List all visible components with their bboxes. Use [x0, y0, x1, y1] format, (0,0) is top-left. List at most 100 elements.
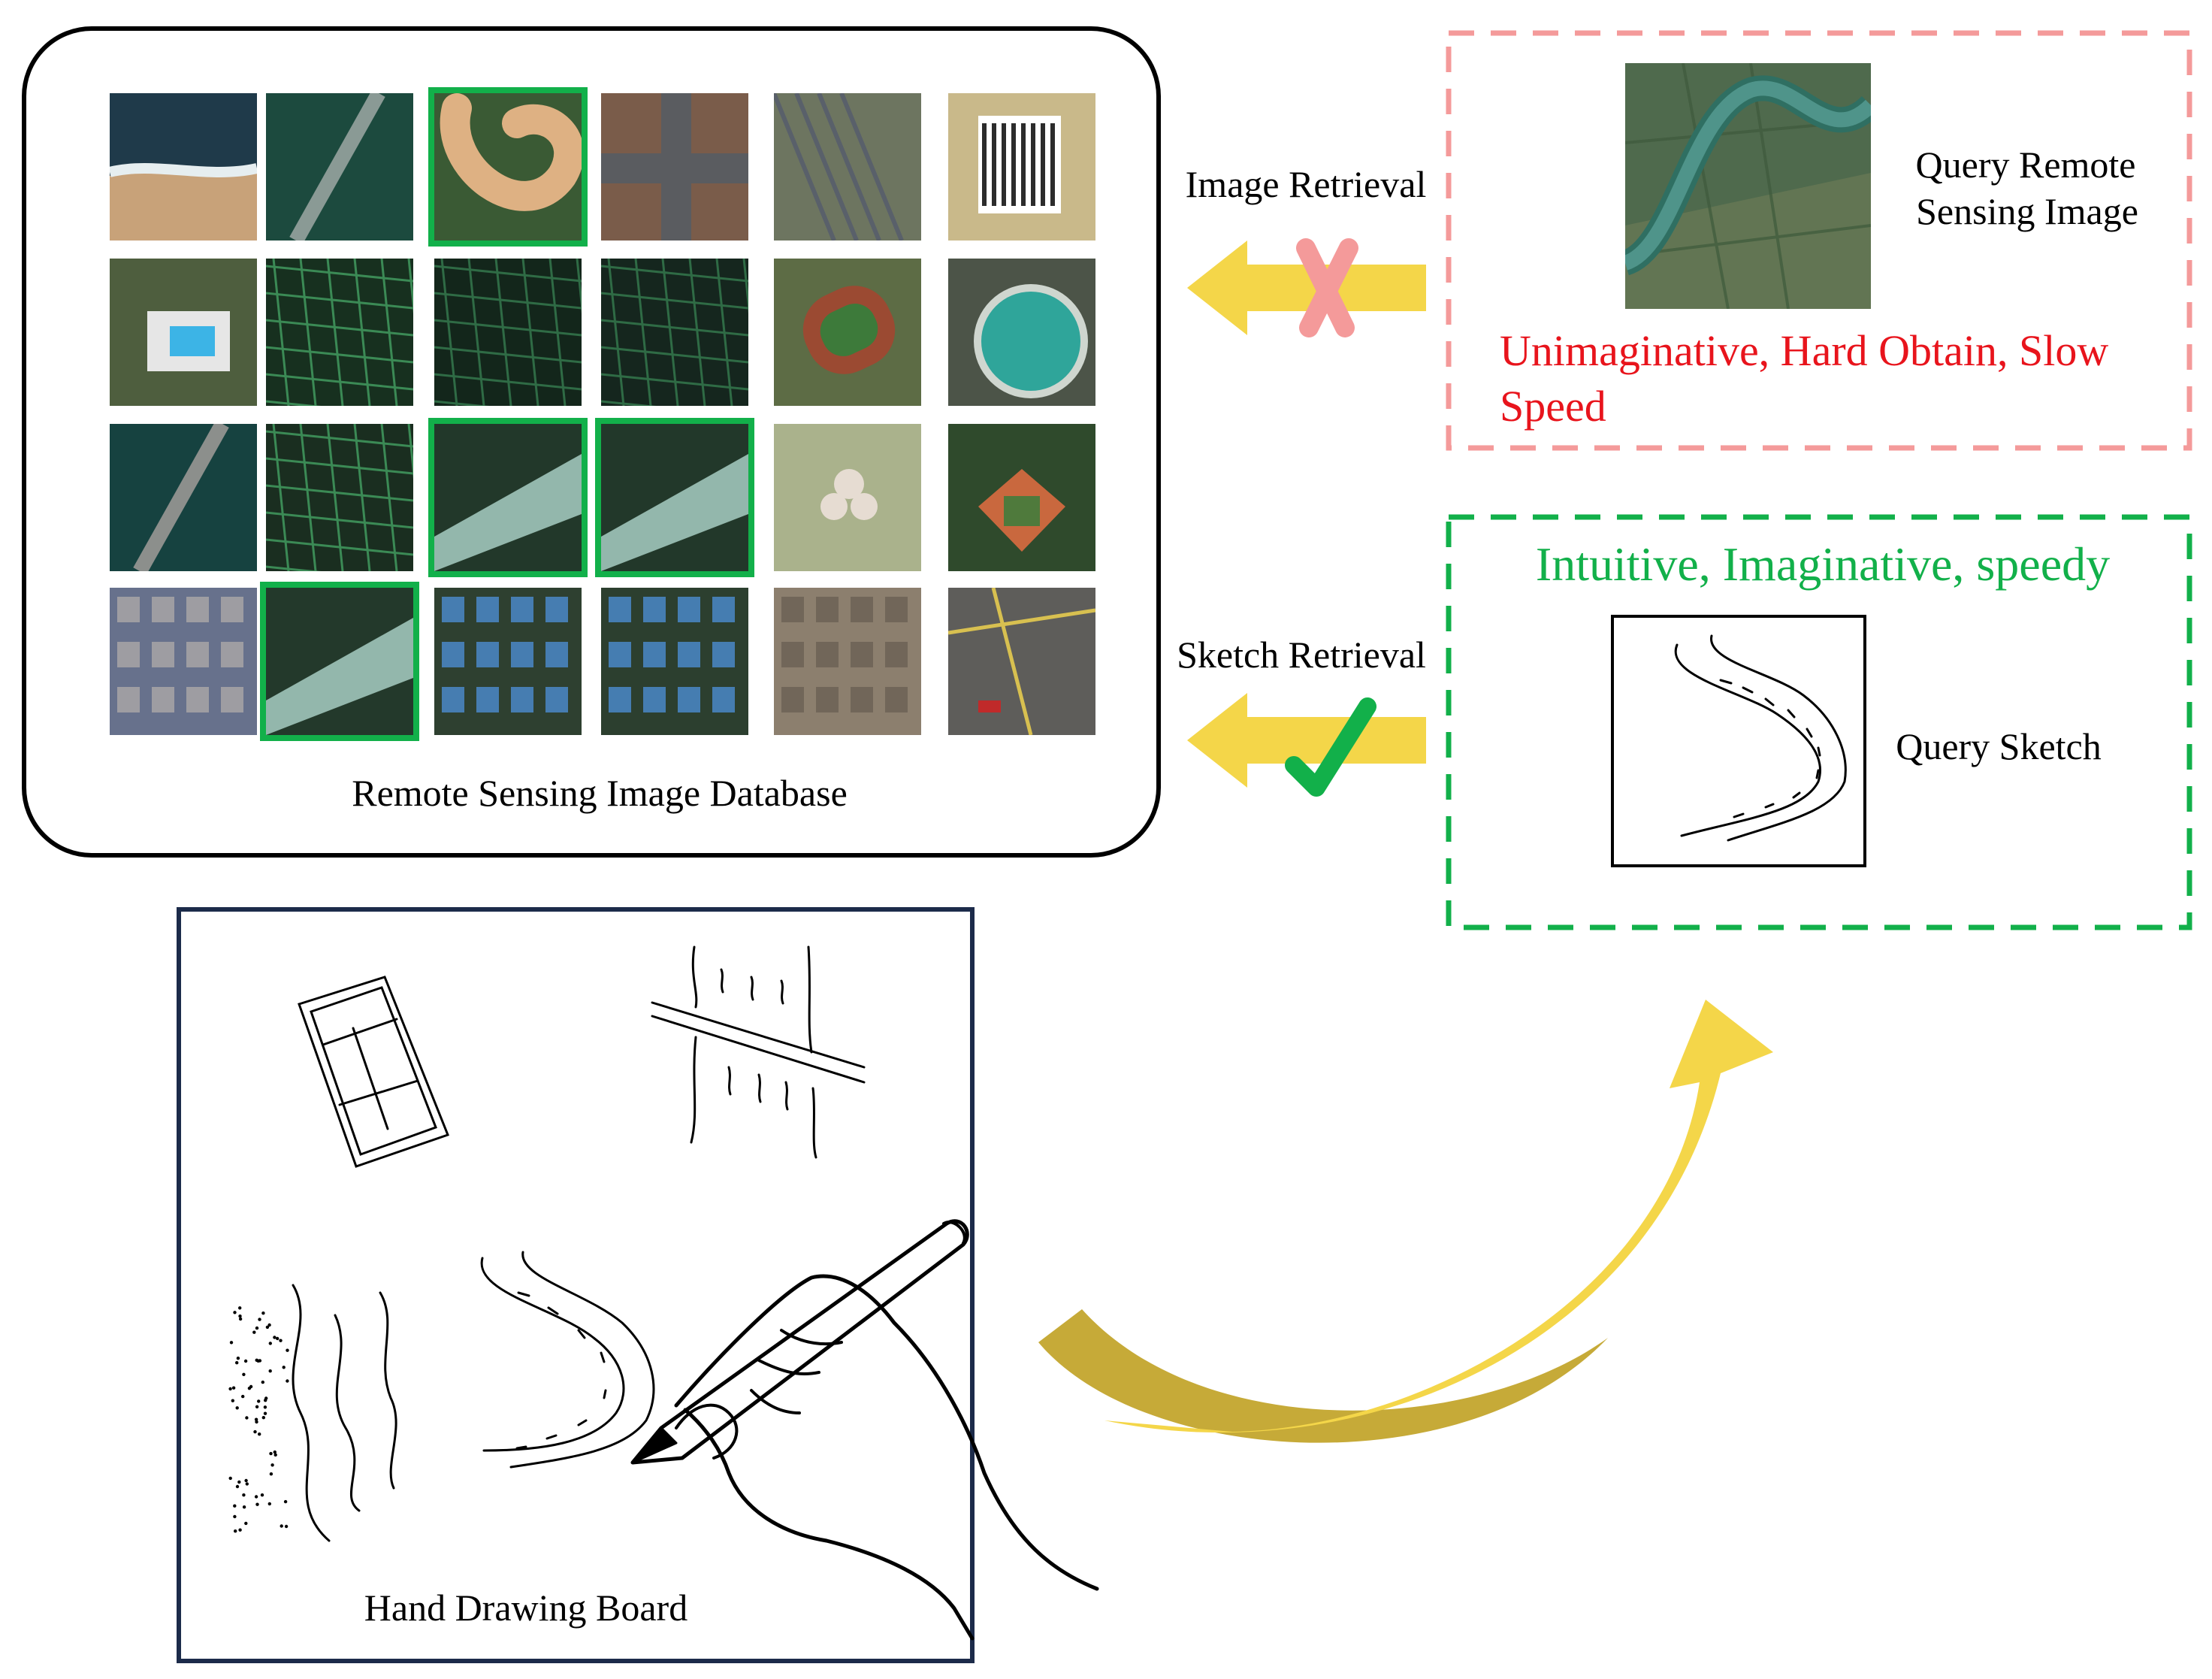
- query-sketch-frame: [1446, 514, 2192, 930]
- stipple-dot: [244, 1478, 248, 1483]
- image-retrieval-group: Image Retrieval: [1186, 163, 1427, 337]
- stipple-dot: [273, 1336, 276, 1339]
- stipple-dot: [235, 1484, 240, 1489]
- query-sketch-drawing: [1674, 634, 1847, 842]
- database-tile-tank: [948, 259, 1095, 406]
- stipple-dot: [247, 1387, 252, 1390]
- database-tile-river: [260, 582, 419, 741]
- stipple-dot: [252, 1330, 256, 1334]
- stipple-dot: [279, 1339, 283, 1342]
- query-sketch-panel: Intuitive, Imaginative, speedy Query Ske…: [1446, 514, 2192, 930]
- sketch-retrieval-arrow: [1187, 693, 1426, 788]
- stipple-dot: [273, 1450, 276, 1454]
- stipple-dot: [238, 1317, 243, 1321]
- stipple-dot: [261, 1380, 264, 1384]
- stipple-dot: [242, 1372, 246, 1377]
- database-caption: Remote Sensing Image Database: [352, 772, 848, 814]
- stipple-dot: [238, 1528, 242, 1532]
- stipple-dot: [238, 1314, 242, 1318]
- query-sketch-label: Query Sketch: [1896, 725, 2102, 767]
- query-image-panel: Query Remote Sensing Image Unimaginative…: [1446, 30, 2192, 451]
- stipple-dot: [257, 1399, 261, 1403]
- hand-with-pen-icon: [630, 1219, 1099, 1641]
- query-remote-sensing-image: [1625, 63, 1871, 309]
- stipple-dot: [229, 1341, 234, 1345]
- database-tile-grid: [434, 259, 582, 406]
- database-tile-stripes: [948, 93, 1095, 241]
- stipple-dot: [260, 1493, 264, 1497]
- database-tile-river: [595, 418, 754, 577]
- stipple-dot: [235, 1406, 239, 1410]
- stipple-dot: [231, 1399, 234, 1402]
- stipple-dot: [254, 1495, 258, 1499]
- stipple-dot: [255, 1326, 259, 1330]
- stipple-dot: [236, 1357, 240, 1360]
- image-database-panel: Remote Sensing Image Database: [22, 26, 1161, 858]
- stipple-dot: [233, 1311, 237, 1314]
- stipple-dot: [228, 1476, 232, 1481]
- stipple-dot: [276, 1336, 280, 1341]
- query-image-frame: [1446, 30, 2192, 451]
- database-tile-golf: [774, 424, 921, 571]
- stipple-dot: [233, 1504, 237, 1508]
- stipple-dot: [258, 1317, 261, 1321]
- sketch-retrieval-label: Sketch Retrieval: [1177, 634, 1426, 676]
- stipple-dot: [268, 1342, 272, 1345]
- database-tile-cross: [601, 93, 748, 241]
- stipple-dot: [261, 1311, 265, 1315]
- stipple-dot: [263, 1411, 267, 1415]
- stipple-dot: [286, 1348, 289, 1352]
- stipple-dot: [265, 1325, 270, 1330]
- stipple-dot: [238, 1306, 242, 1310]
- stipple-dot: [263, 1405, 267, 1409]
- stipple-dot: [267, 1323, 271, 1327]
- stipple-dot: [244, 1521, 248, 1526]
- stipple-dot: [267, 1502, 271, 1506]
- image-retrieval-arrow: [1187, 241, 1426, 335]
- stipple-dot: [273, 1453, 277, 1457]
- stipple-dot: [269, 1472, 273, 1476]
- database-tile-bridge: [266, 93, 413, 241]
- stipple-dot: [234, 1529, 237, 1533]
- stipple-dot: [256, 1359, 260, 1363]
- stipple-dot: [255, 1420, 258, 1424]
- sketch-retrieval-group: Sketch Retrieval: [1177, 634, 1426, 797]
- stipple-dot: [237, 1480, 241, 1484]
- stipple-dot: [242, 1505, 246, 1509]
- stipple-dot: [243, 1359, 248, 1363]
- check-mark-icon: [1285, 697, 1376, 797]
- stipple-dot: [242, 1493, 246, 1497]
- database-tile-pool: [110, 259, 257, 406]
- bridge-sketch: [651, 945, 866, 1159]
- database-tile-curve: [428, 87, 588, 247]
- stipple-dot: [264, 1396, 268, 1400]
- river-sketch: [480, 1251, 655, 1469]
- database-tile-baseball: [948, 424, 1095, 571]
- drawing-board-frame: [177, 907, 975, 1663]
- database-tile-beach: [110, 93, 257, 241]
- stipple-dot: [253, 1429, 257, 1434]
- stipple-dot: [286, 1379, 289, 1383]
- stipple-dot: [228, 1387, 232, 1391]
- stipple-dot: [268, 1369, 272, 1373]
- stipple-dot: [231, 1386, 236, 1390]
- stipple-dot: [282, 1366, 286, 1369]
- stipple-dot: [254, 1417, 258, 1421]
- stipple-dot: [270, 1463, 274, 1467]
- image-retrieval-label: Image Retrieval: [1186, 163, 1427, 205]
- stipple-dot: [245, 1482, 249, 1486]
- hand-drawing-board: Hand Drawing Board: [177, 907, 1099, 1663]
- stipple-dot: [245, 1416, 249, 1420]
- query-sketch-box: [1611, 615, 1866, 867]
- database-tile-town: [434, 588, 582, 735]
- database-tile-bridge: [110, 424, 257, 571]
- stipple-dot: [280, 1524, 283, 1528]
- database-tile-river: [428, 418, 588, 577]
- query-image-label-line2: Sensing Image: [1916, 190, 2138, 232]
- database-tile-urban: [266, 259, 413, 406]
- database-image-grid: [110, 87, 1095, 741]
- database-tile-rail: [774, 93, 921, 241]
- database-tile-urban: [266, 424, 413, 571]
- stipple-dot: [258, 1432, 261, 1436]
